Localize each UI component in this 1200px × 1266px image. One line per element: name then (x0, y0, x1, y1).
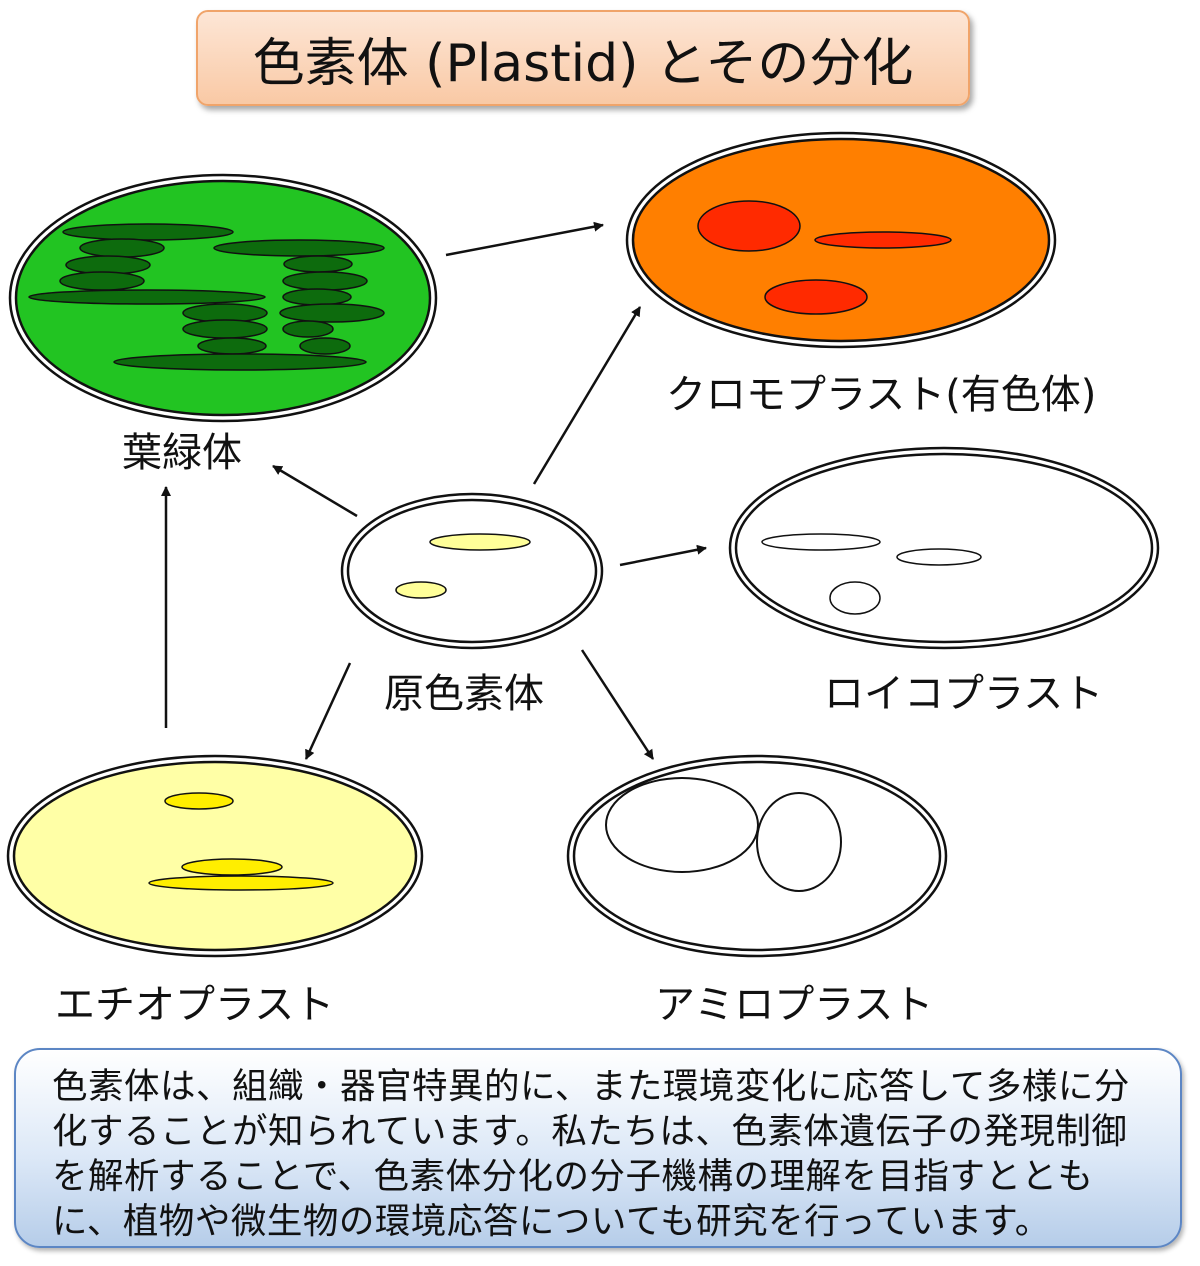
thylakoid-stacks (28, 223, 385, 371)
prolamellar-bodies (148, 792, 334, 891)
starch-granules (605, 777, 842, 892)
label-etioplast: エチオプラスト (55, 982, 335, 1028)
description-box: 色素体は、組織・器官特異的に、また環境変化に応答して多様に分化することが知られて… (14, 1048, 1182, 1248)
chromoplast (625, 131, 1057, 349)
etioplast (6, 754, 424, 958)
arrow-proplastid-to-chromoplast (532, 306, 642, 485)
carotenoid-bodies (697, 200, 952, 315)
label-chromoplast: クロモプラスト(有色体) (666, 372, 1097, 418)
label-proplastid: 原色素体 (384, 671, 544, 717)
label-leucoplast: ロイコプラスト (824, 671, 1104, 717)
leucoplast-inclusions (761, 533, 982, 615)
title-box: 色素体 (Plastid) とその分化 (196, 10, 970, 106)
arrow-chloroplast-to-chromoplast (445, 221, 604, 257)
label-amyloplast: アミロプラスト (655, 982, 934, 1028)
leucoplast (728, 446, 1160, 650)
arrow-proplastid-to-etioplast (304, 662, 352, 760)
arrow-proplastid-to-amyloplast (580, 649, 655, 760)
arrow-proplastid-to-chloroplast (272, 464, 358, 518)
chloroplast (8, 173, 438, 423)
arrow-proplastid-to-leucoplast (619, 544, 707, 567)
label-chloroplast: 葉緑体 (122, 430, 242, 476)
description-text: 色素体は、組織・器官特異的に、また環境変化に応答して多様に分化することが知られて… (52, 1066, 1130, 1242)
proplastid (340, 492, 604, 650)
amyloplast (566, 754, 948, 958)
proplastid-inclusions (395, 533, 531, 599)
page-title: 色素体 (Plastid) とその分化 (252, 33, 914, 94)
